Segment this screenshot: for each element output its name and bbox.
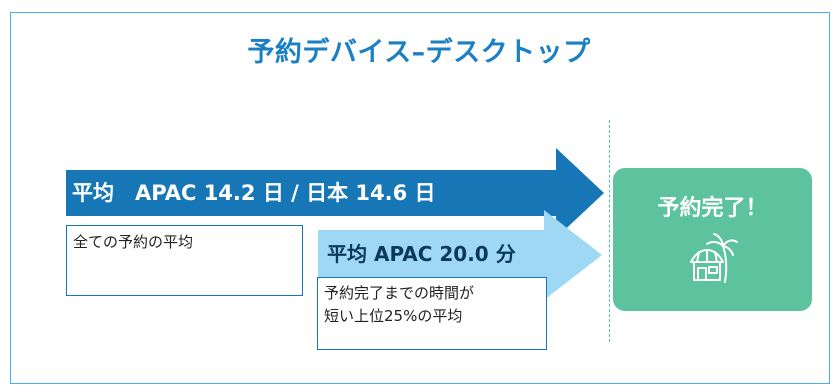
beach-hut-icon xyxy=(690,233,738,283)
booking-complete-box: 予約完了！ xyxy=(613,168,812,311)
main-description: 全ての予約の平均 xyxy=(73,233,194,251)
diagram-title: 予約デバイス–デスクトップ xyxy=(247,37,591,68)
sub-description-box: 予約完了までの時間が 短い上位25%の平均 xyxy=(317,277,547,350)
booking-complete-label: 予約完了！ xyxy=(657,196,768,221)
main-description-box: 全ての予約の平均 xyxy=(66,225,303,296)
sub-description-line1: 予約完了までの時間が xyxy=(324,284,475,302)
sub-description-line2: 短い上位25%の平均 xyxy=(324,307,463,325)
main-arrow-label: 平均 APAC 14.2 日 / 日本 14.6 日 xyxy=(72,181,436,205)
main-arrow xyxy=(66,148,604,238)
sub-arrow-label: 平均 APAC 20.0 分 xyxy=(327,242,516,266)
completion-divider xyxy=(609,120,610,342)
